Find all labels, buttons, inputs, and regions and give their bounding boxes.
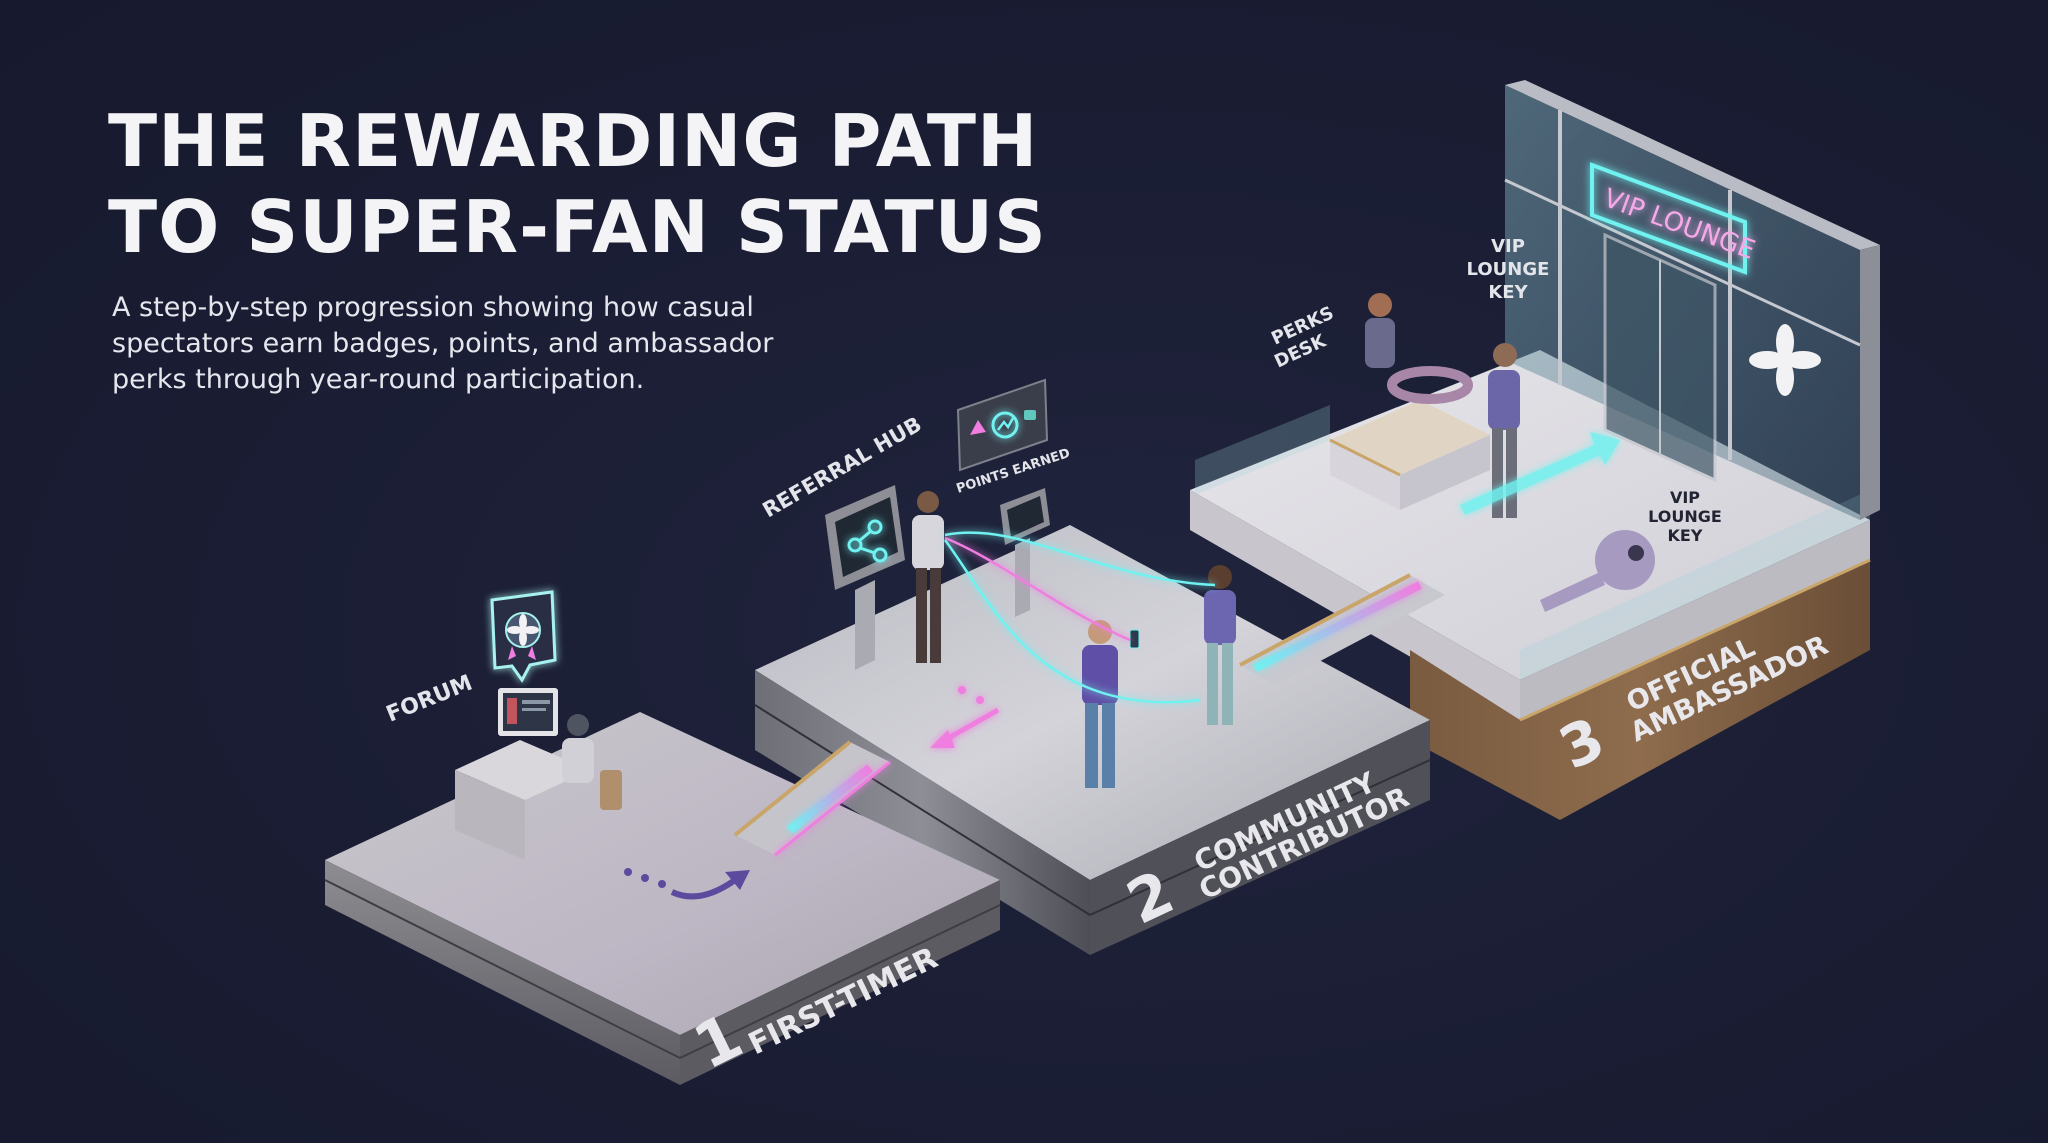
perks-desk	[1329, 293, 1520, 518]
page-subtitle: A step-by-step progression showing how c…	[112, 292, 774, 395]
person-talking	[1204, 565, 1236, 725]
vip-key-top-line-3: KEY	[1488, 282, 1528, 303]
vip-key-floor-line-1: VIP	[1670, 488, 1700, 507]
connection-lines	[943, 531, 1216, 704]
vip-key-top-label: VIP LOUNGE KEY	[1467, 236, 1550, 303]
vip-key-top-line-2: LOUNGE	[1467, 259, 1550, 280]
badge-award-icon	[490, 590, 557, 683]
vip-key-floor-label: VIP LOUNGE KEY	[1648, 488, 1722, 545]
title-line-1: THE REWARDING PATH	[108, 99, 1039, 183]
triangle-up-icon	[970, 420, 986, 435]
share-network-icon	[847, 519, 888, 563]
person-at-kiosk	[912, 491, 944, 663]
ramp-2-to-3	[1239, 573, 1445, 685]
trend-up-icon	[991, 411, 1019, 439]
vip-lounge-building: VIP LOUNGE	[1504, 80, 1880, 520]
forum-desk	[455, 688, 622, 860]
vip-key-floor-line-2: LOUNGE	[1648, 507, 1722, 526]
ramp-1-to-2	[733, 740, 891, 857]
referral-kiosk	[825, 485, 905, 670]
points-kiosk	[1000, 488, 1050, 617]
key-icon	[1540, 530, 1655, 612]
forum-label: FORUM	[383, 671, 476, 728]
arrow-icon	[930, 686, 1000, 748]
arrow-icon	[1460, 432, 1620, 515]
arrow-icon	[624, 868, 750, 900]
vip-key-top-line-1: VIP	[1491, 236, 1525, 257]
flower-logo-icon	[1749, 324, 1821, 396]
points-earned-panel	[956, 378, 1049, 472]
page-title: THE REWARDING PATH TO SUPER-FAN STATUS	[108, 98, 1047, 270]
referral-hub-label: REFERRAL HUB	[759, 412, 926, 522]
title-line-2: TO SUPER-FAN STATUS	[108, 185, 1047, 269]
vip-key-floor-line-3: KEY	[1668, 526, 1703, 545]
